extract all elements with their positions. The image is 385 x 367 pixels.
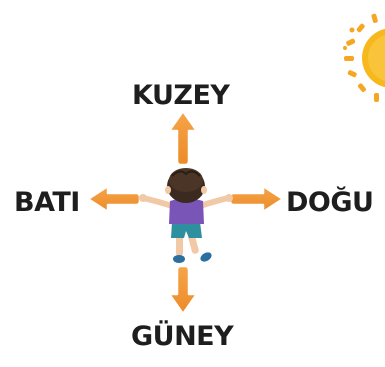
sun-icon — [343, 13, 385, 102]
east-label: DOĞU — [286, 187, 374, 218]
arrow-right-icon — [228, 184, 285, 214]
north-label: KUZEY — [132, 80, 230, 111]
arrow-left-icon — [86, 184, 142, 214]
south-label: GÜNEY — [131, 321, 234, 352]
arrow-up-icon — [167, 109, 199, 167]
child-figure-icon — [139, 168, 233, 263]
arrow-down-icon — [167, 264, 199, 316]
west-label: BATI — [14, 187, 80, 218]
